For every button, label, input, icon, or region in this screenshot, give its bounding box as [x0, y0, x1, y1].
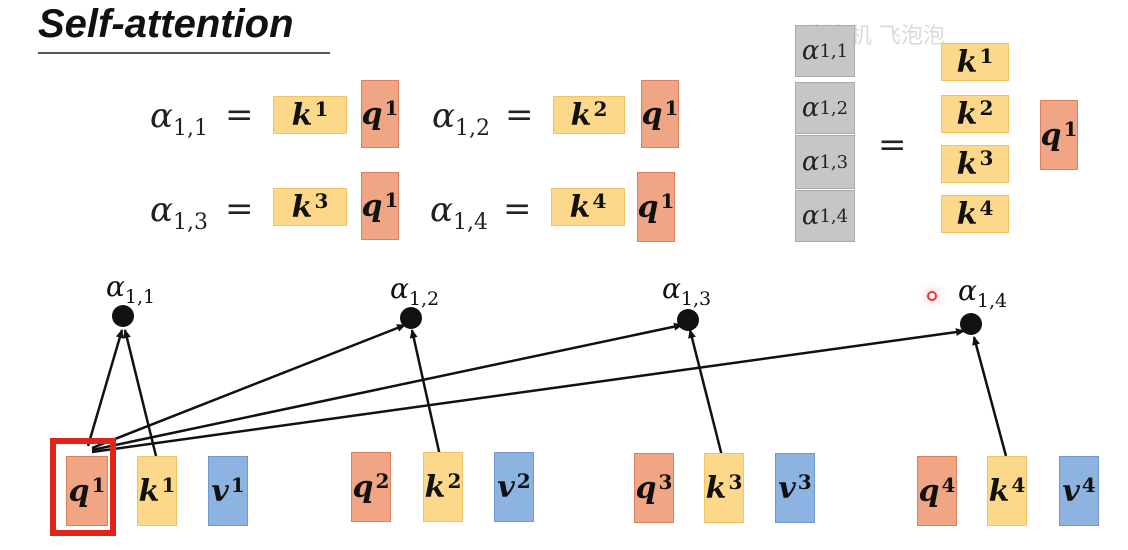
equation-1-equals: = — [225, 95, 254, 135]
arrow-q1-to-alpha12 — [91, 323, 406, 450]
matrix-equals: = — [878, 125, 907, 165]
pointer-indicator — [927, 291, 937, 301]
node-alpha13 — [677, 309, 699, 331]
arrow-q1-to-alpha13 — [91, 322, 683, 452]
arrow-k4-to-alpha14 — [972, 336, 1008, 457]
equation-3-equals: = — [225, 189, 254, 229]
node-label-2: α1,2 — [390, 272, 440, 310]
node-label-3: α1,3 — [662, 272, 712, 310]
slide-title: Self-attention — [38, 2, 294, 46]
equation-2-equals: = — [505, 95, 534, 135]
arrow-q1-to-alpha14 — [91, 328, 965, 454]
equation-2-alpha: α1,2 — [432, 96, 490, 141]
node-label-1: α1,1 — [106, 270, 156, 308]
equation-4-alpha: α1,4 — [430, 190, 488, 235]
node-alpha11 — [112, 305, 134, 327]
equation-4-equals: = — [503, 189, 532, 229]
arrow-k2-to-alpha12 — [409, 329, 442, 457]
arrow-k1-to-alpha11 — [123, 329, 158, 457]
node-alpha12 — [400, 307, 422, 329]
arrow-q1-to-alpha11 — [86, 329, 124, 447]
node-alpha14 — [960, 313, 982, 335]
title-underline — [38, 52, 330, 54]
equation-1-alpha: α1,1 — [150, 96, 208, 141]
highlight-frame-q1 — [50, 438, 116, 536]
node-label-4: α1,4 — [958, 274, 1008, 312]
equation-3-alpha: α1,3 — [150, 190, 208, 235]
arrow-k3-to-alpha13 — [688, 329, 724, 457]
